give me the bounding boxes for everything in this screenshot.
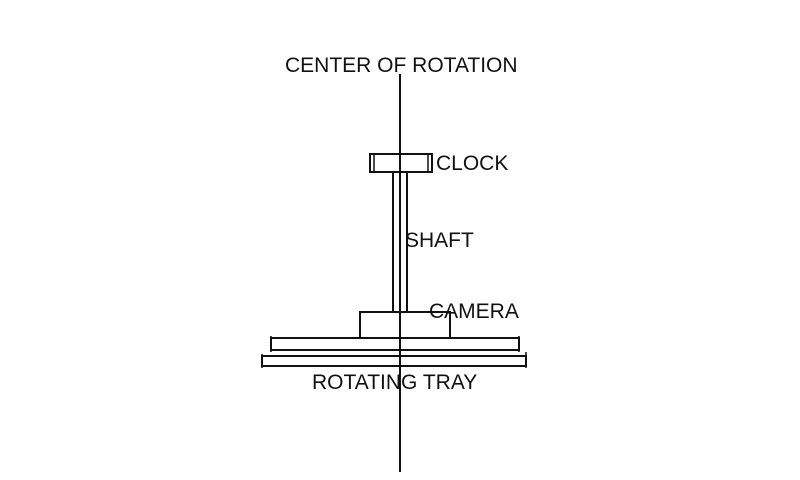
center-of-rotation-label: CENTER OF ROTATION: [285, 54, 518, 77]
camera-label: CAMERA: [429, 300, 519, 323]
clock-label: CLOCK: [436, 152, 508, 175]
shaft-part: [392, 172, 408, 312]
shaft-label: SHAFT: [405, 229, 474, 252]
rotating-tray-label: ROTATING TRAY: [312, 371, 477, 394]
rotating-tray-part: [261, 336, 527, 368]
